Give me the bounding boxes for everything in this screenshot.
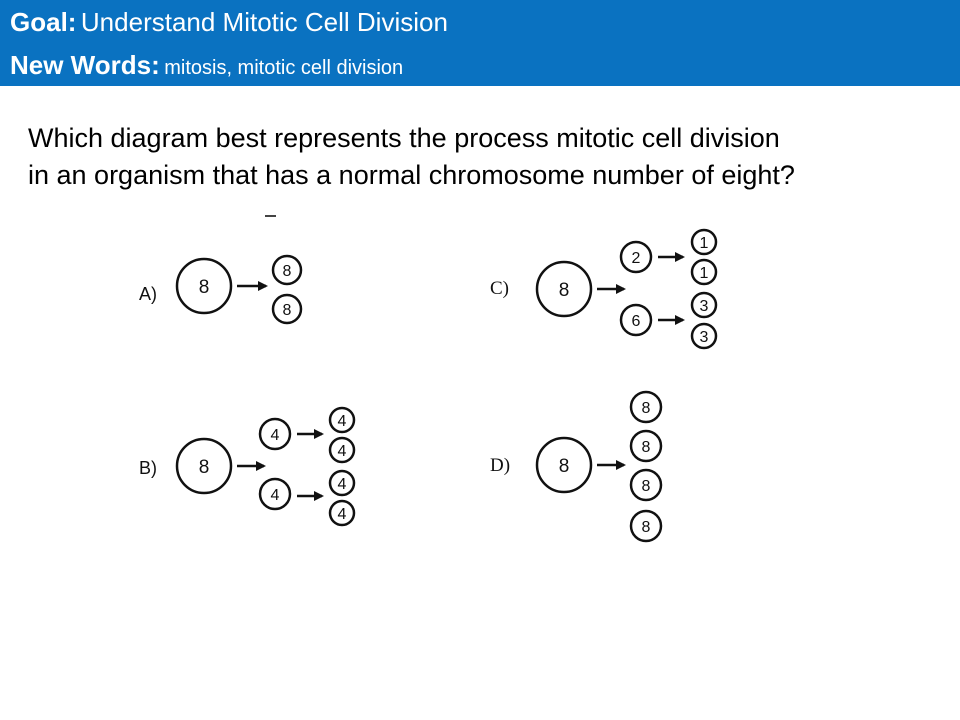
option-d-diagram: D) 8 8 8 8 8 xyxy=(490,390,663,543)
option-c-diagram: C) 8 2 6 1 1 3 3 xyxy=(490,228,718,350)
option-c-middle-number-2: 6 xyxy=(632,313,641,330)
option-b-middle-cell-2 xyxy=(258,477,292,511)
option-c-middle-cell-2 xyxy=(619,303,653,337)
option-b-diagram: B) 8 4 4 4 4 4 4 xyxy=(139,406,356,527)
option-d-parent-cell xyxy=(535,436,593,494)
goal-label: Goal: xyxy=(10,7,77,37)
option-b-middle-number-1: 4 xyxy=(271,427,280,444)
goal-line: Goal: Understand Mitotic Cell Division xyxy=(10,7,448,38)
option-d-daughter-number-2: 8 xyxy=(642,439,651,456)
option-c-parent-number: 8 xyxy=(559,280,570,301)
option-b-label: B) xyxy=(139,458,157,478)
new-words-label: New Words: xyxy=(10,50,160,80)
option-a-daughter-cell-2 xyxy=(271,293,303,325)
option-c-daughter-cell-2 xyxy=(690,258,718,286)
option-b-daughter-cell-2 xyxy=(328,436,356,464)
header-banner: Goal: Understand Mitotic Cell Division N… xyxy=(0,0,960,86)
option-c-label: C) xyxy=(490,278,509,299)
option-b-daughter-number-1: 4 xyxy=(338,413,347,430)
option-c-middle-number-1: 2 xyxy=(632,250,641,267)
option-d-daughter-cell-1 xyxy=(629,390,663,424)
option-d-daughter-number-4: 8 xyxy=(642,519,651,536)
option-c-daughter-cell-4 xyxy=(690,322,718,350)
option-b-parent-number: 8 xyxy=(199,457,210,478)
option-d-daughter-cell-3 xyxy=(629,468,663,502)
option-c-daughter-number-1: 1 xyxy=(700,235,709,252)
option-c-daughter-cell-3 xyxy=(690,291,718,319)
option-c-daughter-cell-1 xyxy=(690,228,718,256)
option-c-daughter-number-3: 3 xyxy=(700,298,709,315)
option-d-daughter-number-1: 8 xyxy=(642,400,651,417)
option-a-daughter-number-1: 8 xyxy=(283,263,292,280)
option-a-label: A) xyxy=(139,284,157,304)
new-words-text: mitosis, mitotic cell division xyxy=(164,57,404,79)
question-line-1: Which diagram best represents the proces… xyxy=(28,123,780,153)
option-d-parent-number: 8 xyxy=(559,456,570,477)
question-text: Which diagram best represents the proces… xyxy=(28,120,948,194)
option-c-daughter-number-4: 3 xyxy=(700,329,709,346)
option-a-diagram: A) 8 8 8 xyxy=(139,254,303,325)
option-d-label: D) xyxy=(490,455,510,476)
option-b-daughter-cell-4 xyxy=(328,499,356,527)
option-a-parent-number: 8 xyxy=(199,277,210,298)
option-b-daughter-number-2: 4 xyxy=(338,443,347,460)
goal-text: Understand Mitotic Cell Division xyxy=(80,7,448,37)
option-d-daughter-number-3: 8 xyxy=(642,478,651,495)
option-d-daughter-cell-2 xyxy=(629,429,663,463)
option-a-daughter-number-2: 8 xyxy=(283,302,292,319)
option-b-middle-number-2: 4 xyxy=(271,487,280,504)
option-b-daughter-number-3: 4 xyxy=(338,476,347,493)
option-b-daughter-number-4: 4 xyxy=(338,506,347,523)
option-d-daughter-cell-4 xyxy=(629,509,663,543)
option-c-middle-cell-1 xyxy=(619,240,653,274)
new-words-line: New Words: mitosis, mitotic cell divisio… xyxy=(10,50,403,81)
option-b-daughter-cell-3 xyxy=(328,469,356,497)
option-a-parent-cell xyxy=(175,257,233,315)
option-a-daughter-cell-1 xyxy=(271,254,303,286)
option-c-daughter-number-2: 1 xyxy=(700,265,709,282)
option-b-daughter-cell-1 xyxy=(328,406,356,434)
question-line-2: in an organism that has a normal chromos… xyxy=(28,160,795,190)
option-b-middle-cell-1 xyxy=(258,417,292,451)
option-b-parent-cell xyxy=(175,437,233,495)
option-c-parent-cell xyxy=(535,260,593,318)
